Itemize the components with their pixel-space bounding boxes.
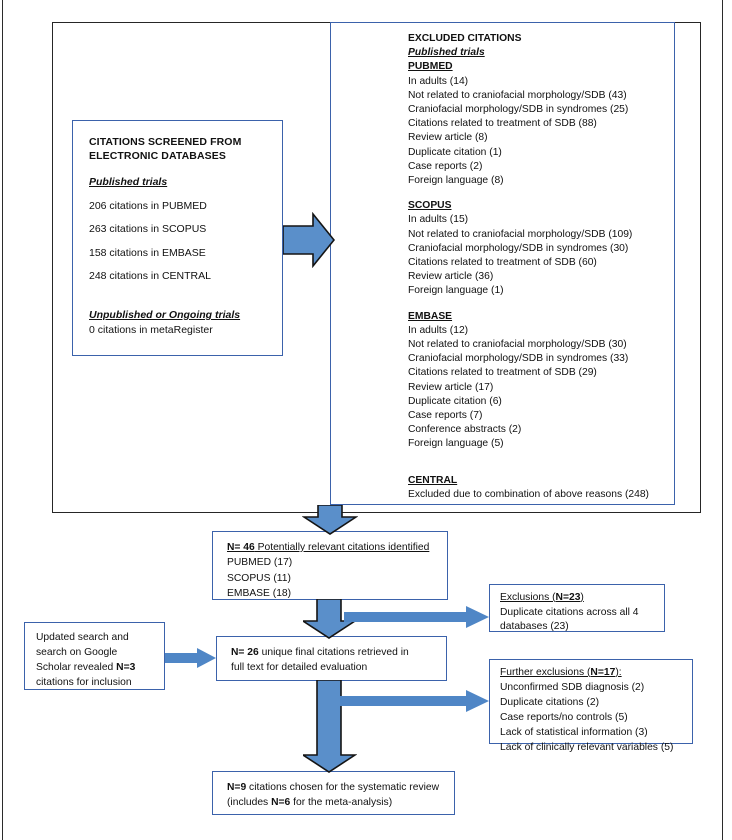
relevant-row: SCOPUS (11) [227,572,291,584]
updated-search-line1: Updated search and [36,632,129,643]
further-headline-suffix: ): [615,667,622,678]
final-meta-n: N=6 [271,797,291,809]
box-exclusions-duplicates: Exclusions (N=23) Duplicate citations ac… [489,584,665,632]
excluded-item: Craniofacial morphology/SDB in syndromes… [408,353,629,365]
further-exclusion-row: Duplicate citations (2) [500,696,600,708]
final-line2-suffix: for the meta-analysis) [290,797,393,809]
exclusions-headline-suffix: ) [580,592,584,603]
arrow-relevant-to-unique [303,599,357,639]
further-headline-prefix: Further exclusions ( [500,667,591,678]
screened-row-embase: 158 citations in EMBASE [89,246,206,259]
box-final-included: N=9 citations chosen for the systematic … [212,771,455,815]
excluded-item: In adults (15) [408,214,469,226]
spacer [408,452,666,463]
exclusions-headline-prefix: Exclusions ( [500,592,556,603]
further-exclusion-row: Case reports/no controls (5) [500,711,628,723]
excluded-item: Case reports (2) [408,160,483,172]
excluded-item: Foreign language (5) [408,438,504,450]
excluded-item: Conference abstracts (2) [408,424,522,436]
final-line2-prefix: (includes [227,797,272,809]
arrow-excluded-to-relevant [302,505,358,535]
relevant-n-label: N= 46 [227,542,255,553]
box-potentially-relevant: N= 46 Potentially relevant citations ide… [212,531,448,600]
screened-unpublished-heading: Unpublished or Ongoing trials [89,308,241,321]
further-exclusion-row: Lack of statistical information (3) [500,726,648,738]
unique-line2: full text for detailed evaluation [231,662,368,674]
arrow-screened-to-excluded [283,212,335,268]
excluded-group-central-label: CENTRAL [408,474,458,486]
further-exclusion-row: Lack of clinically relevant variables (5… [500,741,674,753]
page-border-right [722,0,723,840]
excluded-group-pubmed-label: PUBMED [408,61,453,73]
unique-line1-rest: unique final citations retrieved in [258,647,409,658]
excluded-group-embase-label: EMBASE [408,310,453,322]
excluded-item: Foreign language (1) [408,285,504,297]
excluded-item: Excluded due to combination of above rea… [408,488,649,500]
spacer [408,188,666,199]
screened-row-metaregister: 0 citations in metaRegister [89,324,213,337]
arrow-unique-to-final [303,680,357,773]
final-line1-rest: citations chosen for the systematic revi… [246,782,440,793]
excluded-item: Review article (17) [408,381,494,393]
excluded-item: Review article (8) [408,132,488,144]
final-n-label: N=9 [227,782,247,793]
updated-search-line4: citations for inclusion [36,676,132,688]
updated-search-line2: search on Google [36,646,118,658]
spacer [408,463,666,474]
excluded-heading: EXCLUDED CITATIONS [408,33,522,44]
exclusions-row: Duplicate citations across all 4 [500,606,639,618]
box-unique-full-text: N= 26 unique final citations retrieved i… [216,636,447,681]
excluded-item: Not related to craniofacial morphology/S… [408,228,633,240]
excluded-item: In adults (14) [408,75,469,87]
exclusions-row: databases (23) [500,621,569,633]
excluded-item: Duplicate citation (1) [408,146,502,158]
excluded-item: In adults (12) [408,324,469,336]
excluded-subheading: Published trials [408,47,485,59]
relevant-row: PUBMED (17) [227,557,293,569]
arrow-unique-to-further-exclusions [340,690,490,712]
excluded-item: Craniofacial morphology/SDB in syndromes… [408,104,629,116]
excluded-item: Craniofacial morphology/SDB in syndromes… [408,242,629,254]
further-headline-n: N=17 [590,667,616,678]
excluded-item: Case reports (7) [408,410,483,422]
box-updated-search: Updated search and search on Google Scho… [24,622,165,690]
screened-published-heading: Published trials [89,176,168,189]
excluded-item: Foreign language (8) [408,175,504,187]
excluded-item: Not related to craniofacial morphology/S… [408,339,627,351]
screened-row-scopus: 263 citations in SCOPUS [89,223,207,236]
screened-title-line2: ELECTRONIC DATABASES [89,150,226,163]
excluded-item: Review article (36) [408,271,494,283]
arrow-updated-to-unique [165,648,217,668]
spacer [408,299,666,310]
updated-search-n: N=3 [116,661,136,673]
unique-n-label: N= 26 [231,647,259,658]
further-exclusion-row: Unconfirmed SDB diagnosis (2) [500,681,645,693]
screened-row-central: 248 citations in CENTRAL [89,270,211,283]
box-excluded-citations: EXCLUDED CITATIONS Published trials PUBM… [330,22,675,505]
arrow-relevant-to-exclusions [344,606,490,628]
excluded-item: Citations related to treatment of SDB (6… [408,257,597,269]
relevant-headline-rest: Potentially relevant citations identifie… [254,542,430,553]
excluded-item: Not related to craniofacial morphology/S… [408,89,627,101]
exclusions-headline-n: N=23 [555,592,581,603]
screened-title-line1: CITATIONS SCREENED FROM [89,136,242,148]
excluded-item: Duplicate citation (6) [408,395,502,407]
page-border-left [2,0,3,840]
excluded-item: Citations related to treatment of SDB (2… [408,367,597,379]
screened-row-pubmed: 206 citations in PUBMED [89,199,207,212]
excluded-group-scopus-label: SCOPUS [408,200,452,212]
updated-search-line3-prefix: Scholar revealed [36,661,117,673]
box-further-exclusions: Further exclusions (N=17): Unconfirmed S… [489,659,693,753]
excluded-item: Citations related to treatment of SDB (8… [408,118,597,130]
relevant-row: EMBASE (18) [227,588,292,600]
box-citations-screened: CITATIONS SCREENED FROM ELECTRONIC DATAB… [72,120,283,356]
